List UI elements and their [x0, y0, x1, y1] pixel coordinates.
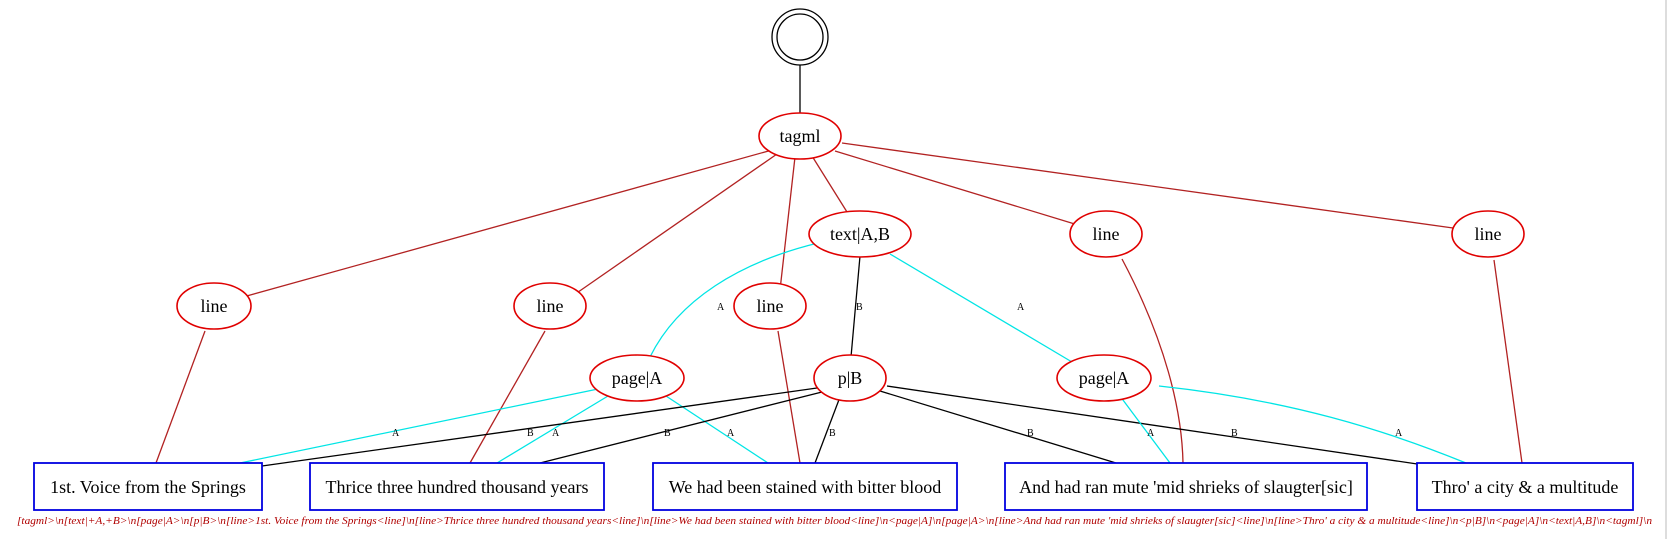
node-line-5-label: line — [1475, 224, 1502, 244]
edge-pB-text3 — [814, 396, 841, 464]
text-node-4: And had ran mute 'mid shrieks of slaugte… — [1004, 462, 1368, 511]
node-text-ab: text|A,B — [808, 210, 912, 258]
edge-text-pB — [850, 255, 861, 358]
node-page-a-2: page|A — [1056, 354, 1152, 402]
edge-tagml-line3 — [779, 156, 796, 291]
node-line-5: line — [1451, 210, 1525, 258]
node-page-a-1: page|A — [589, 354, 685, 402]
edge-label-pageA1-text2: A — [552, 428, 560, 439]
node-line-2-label: line — [537, 296, 564, 316]
edge-tagml-text — [811, 155, 848, 213]
node-line-1: line — [176, 282, 252, 330]
node-line-4: line — [1069, 210, 1143, 258]
edge-label-pB-text1: B — [527, 428, 534, 439]
edge-pB-text4 — [879, 390, 1117, 464]
nodes-layer: tagml text|A,B line line line line line — [33, 8, 1634, 511]
node-tagml: tagml — [758, 112, 842, 160]
edges-layer — [155, 64, 1523, 467]
edge-pageA2-text5 — [1158, 385, 1467, 464]
edge-label-pB-text4: B — [1027, 428, 1034, 439]
edge-line2-text2 — [469, 330, 546, 464]
edge-label-text-pageA1: A — [717, 302, 725, 313]
edge-line4-text4 — [1121, 258, 1184, 464]
edge-pB-text1 — [261, 387, 818, 467]
node-page-a-2-label: page|A — [1079, 368, 1130, 388]
edge-label-pB-text3: B — [829, 428, 836, 439]
text-node-4-label: And had ran mute 'mid shrieks of slaugte… — [1019, 477, 1353, 497]
edge-label-text-pB: B — [856, 302, 863, 313]
text-node-2-label: Thrice three hundred thousand years — [326, 477, 589, 497]
node-p-b: p|B — [813, 354, 887, 402]
node-line-3: line — [733, 282, 807, 330]
edge-line5-text5 — [1493, 259, 1523, 464]
text-node-5: Thro' a city & a multitude — [1416, 462, 1634, 511]
text-node-1-label: 1st. Voice from the Springs — [50, 477, 246, 497]
edge-tagml-line5 — [841, 142, 1454, 229]
edge-label-pageA2-text4: A — [1147, 428, 1155, 439]
edge-text-pageA1 — [649, 242, 819, 358]
edge-line3-text3 — [777, 330, 801, 464]
node-page-a-1-label: page|A — [612, 368, 663, 388]
source-caption: [tagml>\n[text|+A,+B>\n[page|A>\n[p|B>\n… — [17, 516, 1652, 527]
edge-label-pageA1-text1: A — [392, 428, 400, 439]
edge-text-pageA2 — [889, 253, 1073, 363]
text-node-2: Thrice three hundred thousand years — [309, 462, 605, 511]
edge-line1-text1 — [155, 330, 206, 464]
edge-pB-text2 — [539, 391, 823, 464]
node-line-1-label: line — [201, 296, 228, 316]
text-node-3-label: We had been stained with bitter blood — [669, 477, 941, 497]
edge-pageA2-text4 — [1119, 395, 1171, 464]
edge-pageA1-text2 — [496, 395, 609, 464]
edge-label-pB-text2: B — [664, 428, 671, 439]
edge-tagml-line1 — [242, 149, 773, 298]
text-node-3: We had been stained with bitter blood — [652, 462, 958, 511]
text-node-1: 1st. Voice from the Springs — [33, 462, 263, 511]
edge-label-text-pageA2: A — [1017, 302, 1025, 313]
edge-tagml-line4 — [834, 150, 1079, 226]
node-text-ab-label: text|A,B — [830, 224, 890, 244]
node-line-3-label: line — [757, 296, 784, 316]
edge-tagml-line2 — [570, 153, 778, 298]
text-node-5-label: Thro' a city & a multitude — [1432, 477, 1619, 497]
node-line-2: line — [513, 282, 587, 330]
edge-labels-layer: A B A A A A B B B B B A A — [392, 302, 1403, 439]
edge-label-pageA1-text3: A — [727, 428, 735, 439]
edge-pageA1-text1 — [239, 388, 599, 464]
node-tagml-label: tagml — [780, 126, 821, 146]
edge-label-pB-text5: B — [1231, 428, 1238, 439]
node-line-4-label: line — [1093, 224, 1120, 244]
edge-label-pageA2-text5: A — [1395, 428, 1403, 439]
edge-pB-text5 — [886, 385, 1425, 466]
root-node — [771, 8, 829, 66]
node-p-b-label: p|B — [838, 368, 863, 388]
